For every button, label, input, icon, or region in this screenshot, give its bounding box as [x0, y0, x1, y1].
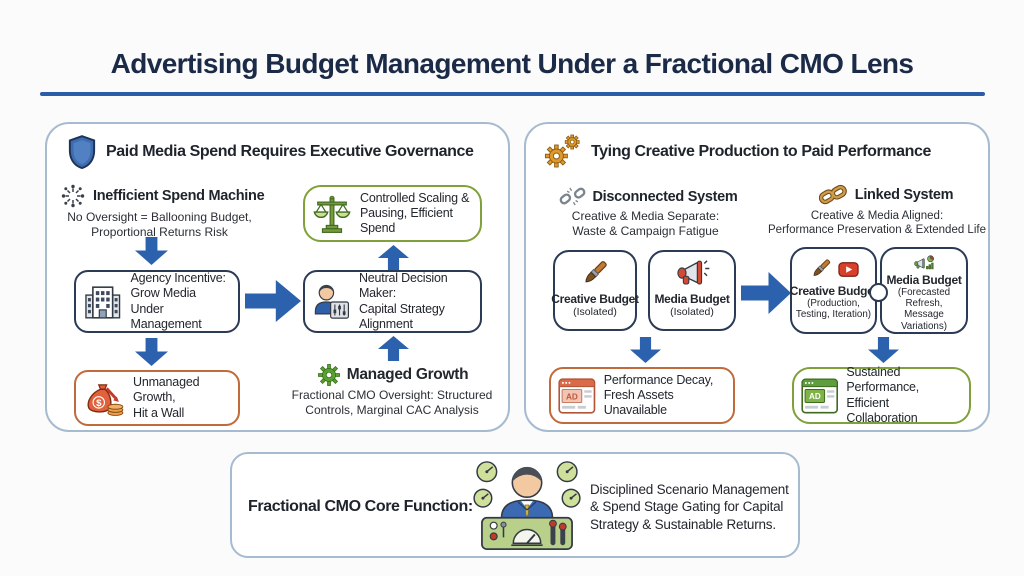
flow-arrow-up: [378, 245, 409, 270]
right-panel-header: Tying Creative Production to Paid Perfor…: [543, 133, 931, 171]
paintbrush-icon: [813, 259, 831, 276]
agency-incentive-text: Agency Incentive: Grow Media Under Manag…: [130, 271, 226, 331]
title-divider: [40, 92, 985, 96]
disconnected-system-heading: Disconnected System: [550, 184, 746, 209]
megaphone-analytics-icon: [914, 255, 934, 270]
broken-chain-icon: [559, 187, 585, 206]
money-bag-decline-icon: $: [87, 384, 124, 416]
flow-arrow-down: [630, 337, 661, 363]
creative-budget-linked-box: Creative Budget (Production, Testing, It…: [789, 247, 878, 334]
panel-paid-media-governance: Paid Media Spend Requires Executive Gove…: [45, 122, 510, 432]
left-panel-title: Paid Media Spend Requires Executive Gove…: [106, 143, 474, 160]
panel-cmo-core-function: Fractional CMO Core Function:: [230, 452, 800, 558]
balance-scales-icon: [313, 195, 351, 233]
neutral-decision-maker-text: Neutral Decision Maker: Capital Strategy…: [358, 271, 448, 331]
unmanaged-growth-box: $ Unmanaged Growth, Hit a Wall: [74, 370, 240, 426]
cmo-core-function-label-wrap: Fractional CMO Core Function:: [248, 454, 473, 560]
linked-system-subtitle: Creative & Media Aligned: Performance Pr…: [768, 210, 986, 237]
creative-budget-isolated-subtitle: (Isolated): [573, 306, 617, 318]
neutral-decision-maker-box: Neutral Decision Maker: Capital Strategy…: [303, 270, 482, 333]
svg-text:$: $: [96, 398, 102, 409]
media-budget-linked-box: Media Budget (Forecasted Refresh, Messag…: [880, 247, 968, 334]
cmo-core-function-desc-wrap: Disciplined Scenario Management & Spend …: [590, 454, 800, 560]
megaphone-icon: [677, 260, 710, 285]
flow-arrow-down: [135, 338, 168, 366]
controlled-scaling-box: Controlled Scaling & Pausing, Efficient …: [303, 185, 482, 242]
disconnected-system-title: Disconnected System: [592, 188, 738, 205]
media-budget-linked-subtitle: (Forecasted Refresh, Message Variations): [897, 286, 951, 332]
gears-icon: [544, 134, 580, 168]
shield-icon: [68, 135, 96, 169]
cmo-core-function-label: Fractional CMO Core Function:: [248, 498, 473, 515]
dispersed-network-icon: [61, 184, 85, 208]
unmanaged-growth-text: Unmanaged Growth, Hit a Wall: [133, 375, 200, 420]
creative-budget-linked-title: Creative Budget: [789, 284, 878, 298]
gear-icon: [317, 364, 340, 386]
inefficient-spend-heading: Inefficient Spend Machine: [60, 183, 265, 209]
paintbrush-icon: [585, 261, 607, 283]
page-title: Advertising Budget Management Under a Fr…: [110, 48, 914, 79]
inefficient-spend-subtitle: No Oversight = Ballooning Budget, Propor…: [67, 210, 252, 239]
decision-maker-icon: [314, 284, 350, 319]
cmo-core-function-description: Disciplined Scenario Management & Spend …: [590, 481, 789, 532]
performance-decay-box: AD Performance Decay, Fresh Assets Unava…: [549, 367, 735, 424]
media-budget-isolated-box: Media Budget (Isolated): [648, 250, 736, 331]
flow-arrow-right: [741, 272, 791, 314]
ad-browser-decay-icon: AD: [558, 377, 596, 414]
managed-growth-subtitle: Fractional CMO Oversight: Structured Con…: [291, 388, 493, 417]
managed-growth-heading: Managed Growth: [293, 364, 493, 386]
linked-system-heading: Linked System: [788, 184, 984, 206]
panel-creative-paid-performance: Tying Creative Production to Paid Perfor…: [524, 122, 990, 432]
ad-label: AD: [566, 392, 578, 401]
sustained-performance-text: Sustained Performance, Efficient Collabo…: [846, 365, 920, 425]
flow-arrow-down: [868, 337, 899, 363]
creative-budget-linked-subtitle: (Production, Testing, Iteration): [795, 298, 872, 321]
disconnected-system-subtitle: Creative & Media Separate: Waste & Campa…: [571, 209, 720, 238]
video-play-icon: [838, 261, 859, 277]
cmo-control-panel-icon: [473, 461, 581, 551]
flow-arrow-up: [378, 336, 409, 361]
left-panel-header: Paid Media Spend Requires Executive Gove…: [67, 135, 474, 169]
puzzle-connector: [869, 283, 888, 302]
flow-arrow-down: [135, 237, 168, 265]
agency-incentive-box: Agency Incentive: Grow Media Under Manag…: [74, 270, 240, 333]
media-budget-linked-title: Media Budget: [886, 272, 962, 287]
chain-link-icon: [818, 184, 847, 205]
right-panel-title: Tying Creative Production to Paid Perfor…: [591, 143, 932, 160]
media-budget-isolated-title: Media Budget: [654, 292, 730, 306]
inefficient-spend-title: Inefficient Spend Machine: [93, 188, 265, 204]
media-budget-isolated-subtitle: (Isolated): [670, 306, 714, 318]
controlled-scaling-text: Controlled Scaling & Pausing, Efficient …: [360, 190, 470, 236]
sustained-performance-box: AD Sustained Performance, Efficient Coll…: [792, 365, 971, 425]
flow-arrow-right: [245, 280, 301, 322]
agency-building-icon: [85, 285, 121, 319]
creative-budget-isolated-title: Creative Budget: [551, 292, 639, 306]
ad-browser-sustained-icon: AD: [801, 378, 839, 413]
performance-decay-text: Performance Decay, Fresh Assets Unavaila…: [603, 372, 714, 418]
creative-budget-isolated-box: Creative Budget (Isolated): [551, 250, 639, 331]
linked-system-title: Linked System: [854, 187, 954, 203]
managed-growth-title: Managed Growth: [346, 366, 469, 383]
ad-label: AD: [809, 392, 821, 401]
